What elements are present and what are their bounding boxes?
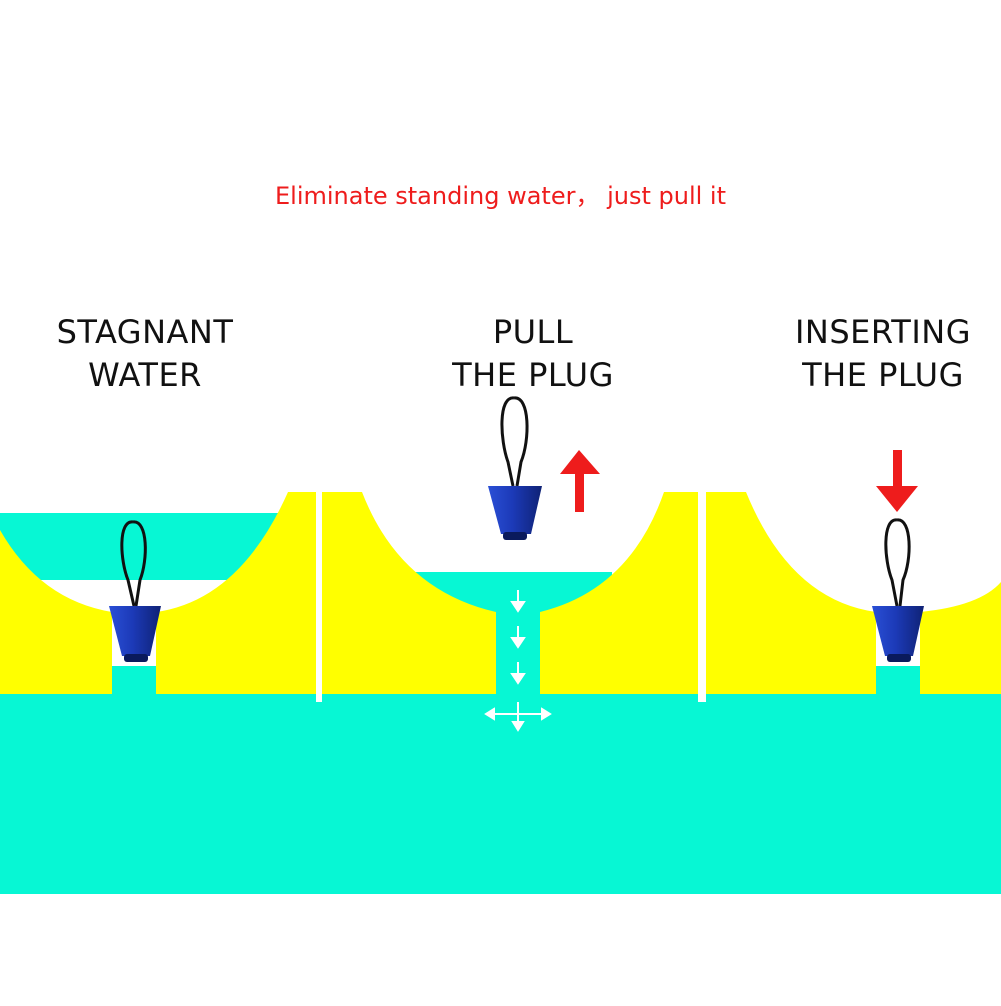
label-line: THE PLUG [802,356,964,394]
drain-hole-left-water [112,666,156,696]
label-line: THE PLUG [452,356,614,394]
label-line: PULL [492,313,574,351]
sea-water [0,694,1001,894]
label-line: STAGNANT [56,313,234,351]
plug-pulled [488,396,542,540]
panel-divider-2 [698,492,706,702]
plug-inserted-left [109,520,161,662]
plug-inserting-right [872,518,924,662]
label-pull-the-plug: PULL THE PLUG [408,311,658,397]
stagnant-pool [0,513,300,580]
spread-arrows-icon [484,702,552,732]
headline: Eliminate standing water， just pull it [275,182,726,210]
down-arrow-icon [876,450,918,512]
panel-pull-the-plug [322,396,698,732]
label-inserting-the-plug: INSERTING THE PLUG [758,311,1001,397]
hull-mid-b [540,492,698,694]
label-line: INSERTING [794,313,972,351]
panel-stagnant-water [0,492,316,696]
hull-left-b [156,492,316,694]
panel-inserting-the-plug [706,450,1001,696]
label-line: WATER [88,356,202,394]
hull-right-a [706,492,876,694]
flow-down-arrow-icon [510,590,526,685]
panel-divider-1 [316,492,322,702]
label-stagnant-water: STAGNANT WATER [20,311,270,397]
hull-left [0,530,112,694]
up-arrow-icon [560,450,600,512]
hull-mid-a [322,492,496,694]
drain-hole-right-water [876,666,920,696]
hull-right-b [920,582,1001,694]
